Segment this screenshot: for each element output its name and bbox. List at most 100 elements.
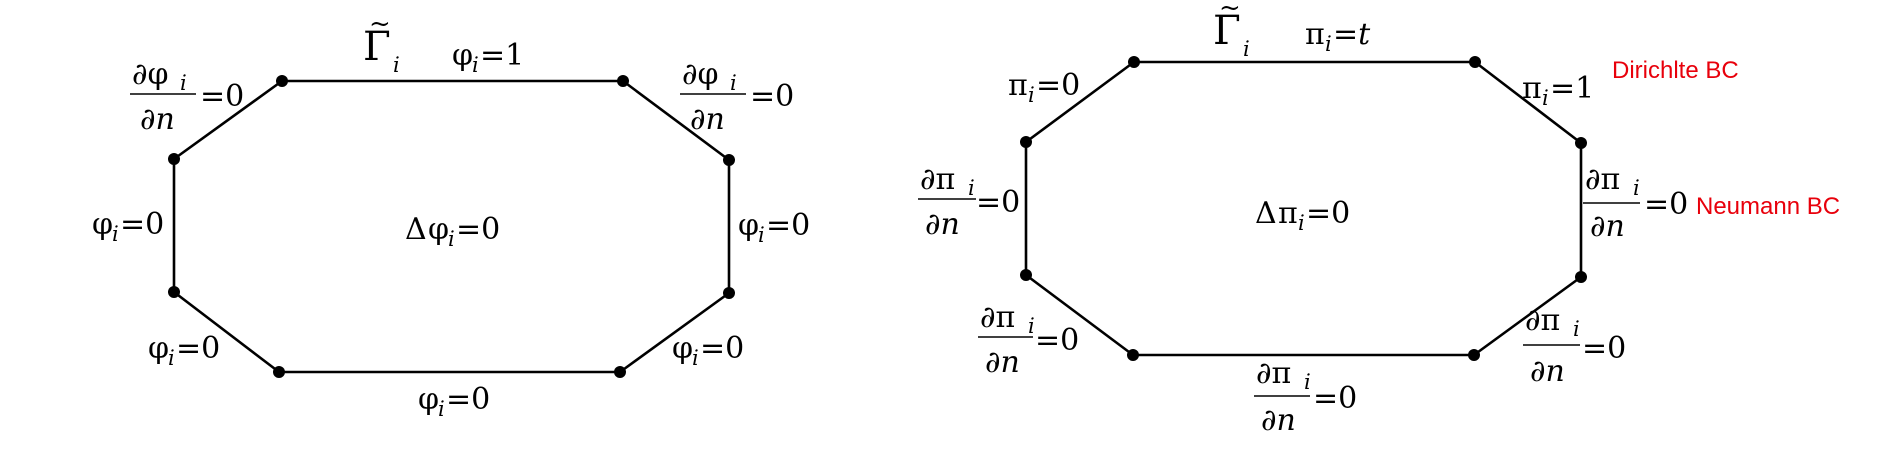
left-boundary-symbol: Γ ~ i xyxy=(363,9,400,77)
svg-text:=0: =0 xyxy=(1313,381,1357,416)
svg-text:Δ: Δ xyxy=(405,212,427,247)
left-vertex xyxy=(168,153,180,165)
svg-text:=0: =0 xyxy=(750,79,794,114)
right-east-neumann-label: ∂π i ∂n =0 xyxy=(1583,162,1688,244)
svg-text:=t: =t xyxy=(1333,17,1371,52)
right-vertex xyxy=(1020,269,1032,281)
left-vertex xyxy=(723,154,735,166)
svg-text:∂n: ∂n xyxy=(140,102,175,137)
right-vertex xyxy=(1128,56,1140,68)
svg-text:=1: =1 xyxy=(1550,71,1594,106)
left-bottom-dirichlet-label: φ i =0 xyxy=(418,382,490,421)
svg-text:φ: φ xyxy=(428,212,449,247)
svg-text:φ: φ xyxy=(418,382,439,417)
svg-text:=0: =0 xyxy=(200,79,244,114)
svg-text:=0: =0 xyxy=(1306,196,1350,231)
left-vertex xyxy=(617,75,629,87)
svg-text:∂n: ∂n xyxy=(1590,209,1625,244)
svg-text:∂φ: ∂φ xyxy=(682,57,719,92)
left-vertex xyxy=(273,366,285,378)
svg-text:i: i xyxy=(1028,314,1035,338)
svg-text:i: i xyxy=(1573,317,1580,341)
right-vertex xyxy=(1469,56,1481,68)
right-domain: Γ ~ i π i =t π i =0 π i =1 ∂π i ∂n =0 xyxy=(918,0,1688,438)
right-bottom-neumann-label: ∂π i ∂n =0 xyxy=(1254,356,1357,438)
left-northwest-neumann-label: ∂φ i ∂n =0 xyxy=(130,57,244,137)
svg-text:i: i xyxy=(112,222,119,246)
svg-text:i: i xyxy=(1304,370,1311,394)
svg-text:∂π: ∂π xyxy=(980,300,1015,335)
left-vertex xyxy=(614,366,626,378)
svg-text:φ: φ xyxy=(738,208,759,243)
left-southeast-dirichlet-label: φ i =0 xyxy=(672,331,744,370)
svg-text:π: π xyxy=(1305,17,1325,52)
svg-text:∂π: ∂π xyxy=(1525,303,1560,338)
svg-text:=1: =1 xyxy=(480,38,524,73)
neumann-bc-label: Neumann BC xyxy=(1696,193,1840,220)
svg-text:φ: φ xyxy=(672,331,693,366)
right-vertex xyxy=(1575,271,1587,283)
svg-text:=0: =0 xyxy=(120,207,164,242)
svg-text:∂n: ∂n xyxy=(925,207,960,242)
right-northeast-dirichlet-label: π i =1 xyxy=(1522,71,1594,110)
left-vertex xyxy=(168,286,180,298)
right-southeast-neumann-label: ∂π i ∂n =0 xyxy=(1523,303,1626,389)
left-vertex xyxy=(723,287,735,299)
left-northeast-neumann-label: ∂φ i ∂n =0 xyxy=(680,57,794,137)
svg-text:∂n: ∂n xyxy=(1261,403,1296,438)
svg-text:∂n: ∂n xyxy=(690,102,725,137)
svg-text:∂π: ∂π xyxy=(1256,356,1291,391)
svg-text:π: π xyxy=(1008,68,1028,103)
svg-text:Δ: Δ xyxy=(1255,196,1277,231)
right-laplace-equation: Δ π i =0 xyxy=(1255,196,1350,235)
svg-text:=0: =0 xyxy=(176,331,220,366)
left-vertex xyxy=(276,75,288,87)
right-southwest-neumann-label: ∂π i ∂n =0 xyxy=(978,300,1079,380)
right-vertex xyxy=(1127,349,1139,361)
svg-text:i: i xyxy=(730,71,737,95)
svg-text:∂n: ∂n xyxy=(985,345,1020,380)
svg-text:i: i xyxy=(448,227,455,251)
svg-text:i: i xyxy=(180,71,187,95)
right-west-neumann-label: ∂π i ∂n =0 xyxy=(918,162,1020,242)
left-east-dirichlet-label: φ i =0 xyxy=(738,208,810,247)
left-southwest-dirichlet-label: φ i =0 xyxy=(148,331,220,370)
svg-text:∂π: ∂π xyxy=(1585,162,1620,197)
svg-text:π: π xyxy=(1522,71,1542,106)
dirichlet-bc-label: Dirichlte BC xyxy=(1612,57,1739,84)
svg-text:φ: φ xyxy=(92,207,113,242)
svg-text:φ: φ xyxy=(452,38,473,73)
svg-text:i: i xyxy=(438,397,445,421)
svg-text:i: i xyxy=(1633,176,1640,200)
svg-text:i: i xyxy=(968,176,975,200)
svg-text:=0: =0 xyxy=(1036,68,1080,103)
svg-text:Γ: Γ xyxy=(1213,8,1241,54)
svg-text:=0: =0 xyxy=(1582,331,1626,366)
svg-text:i: i xyxy=(393,53,400,77)
right-octagon-boundary xyxy=(1024,60,1583,357)
svg-text:i: i xyxy=(472,53,479,77)
svg-text:∂φ: ∂φ xyxy=(132,57,169,92)
svg-text:=0: =0 xyxy=(446,382,490,417)
svg-text:Γ: Γ xyxy=(363,24,391,70)
svg-text:=0: =0 xyxy=(976,185,1020,220)
right-northwest-dirichlet-label: π i =0 xyxy=(1008,68,1080,107)
svg-text:φ: φ xyxy=(148,331,169,366)
left-domain: Γ ~ i φ i =1 φ i =0 φ i =0 φ i =0 xyxy=(92,9,810,421)
svg-text:i: i xyxy=(1243,37,1250,61)
right-vertex xyxy=(1020,136,1032,148)
svg-text:i: i xyxy=(1028,83,1035,107)
svg-text:=0: =0 xyxy=(1035,323,1079,358)
svg-text:∂π: ∂π xyxy=(920,162,955,197)
left-top-dirichlet-label: φ i =1 xyxy=(452,38,524,77)
right-vertex xyxy=(1468,349,1480,361)
left-west-dirichlet-label: φ i =0 xyxy=(92,207,164,246)
svg-text:=0: =0 xyxy=(766,208,810,243)
svg-text:i: i xyxy=(1325,32,1332,56)
right-vertex xyxy=(1575,137,1587,149)
svg-text:i: i xyxy=(758,223,765,247)
svg-text:∂n: ∂n xyxy=(1530,354,1565,389)
svg-text:i: i xyxy=(1542,86,1549,110)
svg-text:i: i xyxy=(1298,211,1305,235)
